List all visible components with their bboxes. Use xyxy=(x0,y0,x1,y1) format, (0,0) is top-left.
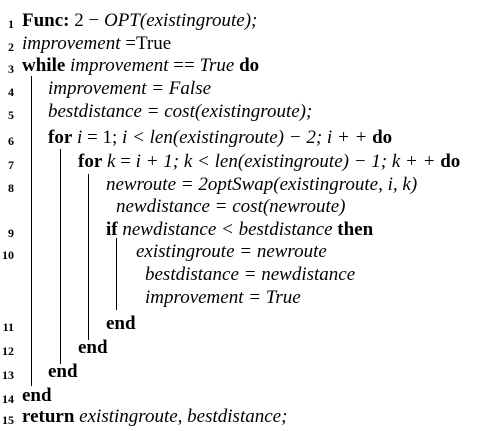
line-number: 9 xyxy=(8,226,14,240)
keyword: if xyxy=(106,219,118,240)
code-expression: OPT(existingroute); xyxy=(103,10,258,31)
keyword: end xyxy=(106,313,136,334)
code-line: return existingroute, bestdistance; xyxy=(22,406,287,428)
code-line: bestdistance = cost(existingroute); xyxy=(48,101,312,123)
code-expression: improvement xyxy=(70,55,169,76)
line-number: 4 xyxy=(8,85,14,99)
code-line: end xyxy=(22,385,52,407)
line-number: 6 xyxy=(8,134,14,148)
code-text: =True xyxy=(120,33,172,54)
line-number: 5 xyxy=(8,108,14,122)
line-number: 3 xyxy=(8,62,14,76)
code-expression: newroute = 2optSwap(existingroute, i, k) xyxy=(106,174,418,195)
code-text: 2 − xyxy=(69,10,104,31)
code-line: improvement = False xyxy=(48,78,211,100)
code-expression: newdistance < bestdistance xyxy=(122,219,333,240)
line-number: 11 xyxy=(2,320,14,334)
code-line: end xyxy=(106,313,136,335)
for-i-scope-bar xyxy=(60,149,61,364)
code-line: Func: 2 − OPT(existingroute); xyxy=(22,10,257,32)
code-expression: existingroute = newroute xyxy=(136,241,327,262)
keyword: return xyxy=(22,406,75,427)
keyword: end xyxy=(22,385,52,406)
code-expression: bestdistance = cost(existingroute); xyxy=(48,101,313,122)
code-expression: improvement = True xyxy=(145,287,301,308)
code-expression: improvement = False xyxy=(48,78,212,99)
code-expression: improvement xyxy=(22,33,121,54)
code-line: improvement = True xyxy=(145,287,301,309)
code-line: bestdistance = newdistance xyxy=(145,264,355,286)
keyword: do xyxy=(372,127,393,148)
keyword: do xyxy=(440,151,461,172)
keyword: for xyxy=(78,151,103,172)
line-number: 8 xyxy=(8,181,14,195)
line-number: 1 xyxy=(8,17,14,31)
code-expression: i + 1; k < len(existingroute) − 1; k + + xyxy=(135,151,436,172)
code-expression: True xyxy=(199,55,235,76)
code-text: = 1; xyxy=(82,127,123,148)
code-text: == xyxy=(168,55,200,76)
code-line: end xyxy=(78,337,108,359)
line-number: 7 xyxy=(8,158,14,172)
keyword: while xyxy=(22,55,66,76)
code-expression: bestdistance = newdistance xyxy=(145,264,356,285)
keyword: end xyxy=(78,337,108,358)
keyword: then xyxy=(337,219,374,240)
line-number: 2 xyxy=(8,40,14,54)
code-expression: i < len(existingroute) − 2; i + + xyxy=(122,127,368,148)
code-text: = xyxy=(115,151,136,172)
code-line: improvement =True xyxy=(22,33,171,55)
if-scope-bar xyxy=(116,238,117,310)
line-number: 12 xyxy=(2,344,14,358)
line-number: 10 xyxy=(2,248,14,262)
keyword: end xyxy=(48,361,78,382)
code-expression: existingroute, bestdistance; xyxy=(79,406,288,427)
keyword: Func: xyxy=(22,10,70,31)
while-scope-bar xyxy=(31,76,32,386)
code-line: while improvement == True do xyxy=(22,55,259,77)
code-line: newdistance = cost(newroute) xyxy=(116,196,346,218)
code-line: newroute = 2optSwap(existingroute, i, k) xyxy=(106,174,417,196)
code-expression: i xyxy=(77,127,83,148)
keyword: for xyxy=(48,127,73,148)
code-line: existingroute = newroute xyxy=(136,241,327,263)
line-number: 13 xyxy=(2,368,14,382)
code-line: if newdistance < bestdistance then xyxy=(106,219,373,241)
code-line: end xyxy=(48,361,78,383)
code-expression: k xyxy=(107,151,116,172)
line-number: 14 xyxy=(2,392,14,406)
code-line: for k = i + 1; k < len(existingroute) − … xyxy=(78,151,460,173)
code-line: for i = 1; i < len(existingroute) − 2; i… xyxy=(48,127,392,149)
keyword: do xyxy=(239,55,260,76)
code-expression: newdistance = cost(newroute) xyxy=(116,196,346,217)
for-k-scope-bar xyxy=(88,174,89,340)
line-number: 15 xyxy=(2,413,14,427)
